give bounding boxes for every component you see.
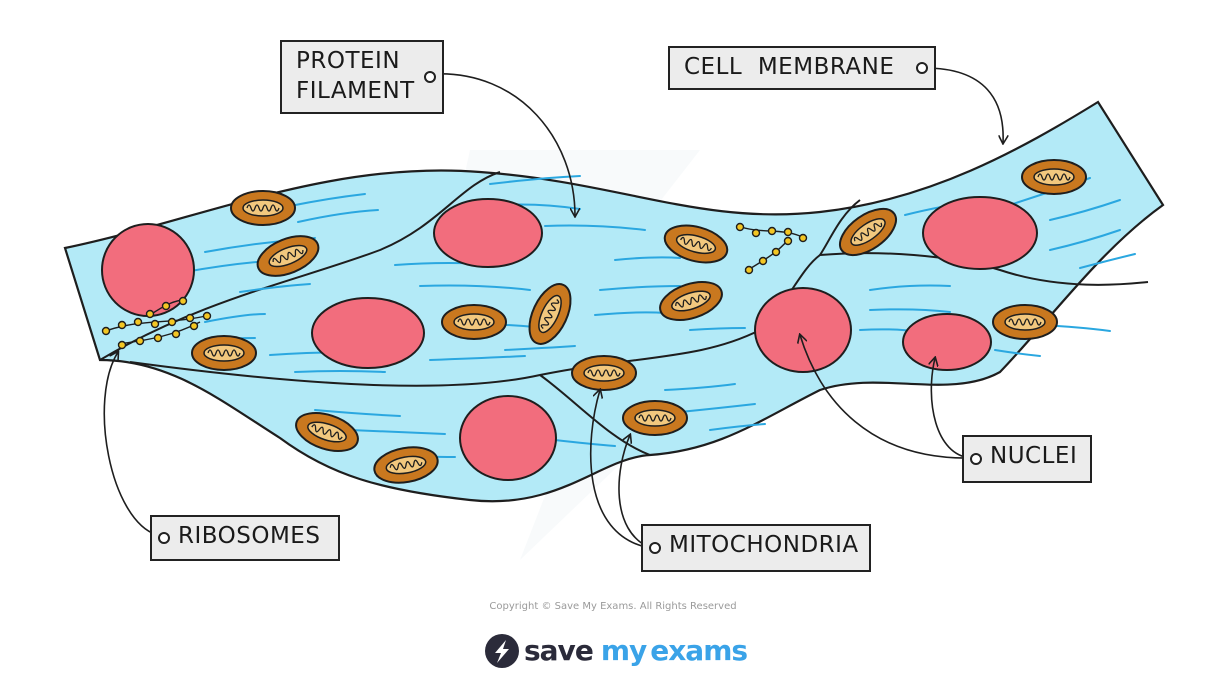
label-nuclei-text: NUCLEI [990, 443, 1078, 469]
copyright-notice: Copyright © Save My Exams. All Rights Re… [489, 601, 737, 612]
tag-hole-icon [970, 453, 982, 465]
arrow-mitochondria-1 [589, 390, 651, 549]
nucleus [922, 196, 1038, 270]
label-protein-filament-line2: FILAMENT [296, 78, 415, 104]
leader-arrows [103, 67, 1003, 549]
arrow-mitochondria-2 [618, 435, 651, 549]
tag-hole-icon [916, 62, 928, 74]
label-ribosomes: RIBOSOMES [150, 515, 340, 561]
label-mitochondria-text: MITOCHONDRIA [669, 532, 859, 558]
nucleus [902, 313, 992, 371]
arrow-ribosomes [103, 352, 158, 536]
label-ribosomes-text: RIBOSOMES [178, 523, 321, 549]
arrow-nuclei-2 [931, 358, 972, 459]
nucleus [433, 198, 543, 268]
label-nuclei: NUCLEI [962, 435, 1092, 483]
arrow-protein-filament [432, 73, 575, 216]
tag-hole-icon [649, 542, 661, 554]
bolt-icon [485, 634, 519, 668]
arrow-cell-membrane [924, 67, 1003, 143]
brand-word-save: save [524, 633, 594, 667]
ribosomes [101, 222, 808, 350]
brand-word-exams: exams [650, 633, 748, 667]
label-protein-filament-line1: PROTEIN [296, 48, 401, 74]
label-protein-filament: PROTEIN FILAMENT [280, 40, 444, 114]
label-cell-membrane: CELL MEMBRANE [668, 46, 936, 90]
nucleus [459, 395, 557, 481]
nucleus [311, 297, 425, 369]
label-mitochondria: MITOCHONDRIA [641, 524, 871, 572]
brand-word-my: my [600, 633, 647, 667]
tag-hole-icon [424, 71, 436, 83]
nucleus [754, 287, 852, 373]
nuclei [101, 196, 1038, 481]
brand-logo: save my exams [480, 630, 748, 670]
muscle-tissue [63, 100, 1165, 503]
arrow-nuclei-1 [800, 335, 972, 459]
tag-hole-icon [158, 532, 170, 544]
label-cell-membrane-text: CELL MEMBRANE [684, 54, 895, 80]
